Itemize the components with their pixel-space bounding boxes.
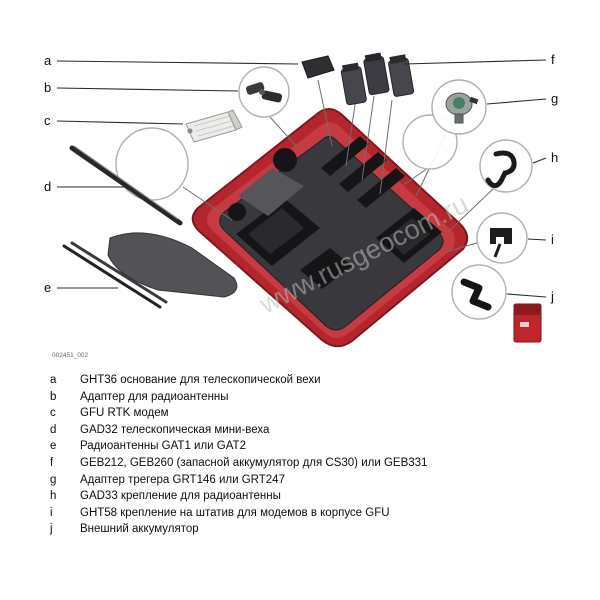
legend-text: GAD33 крепление для радиоантенны xyxy=(80,490,281,503)
legend-row: f GEB212, GEB260 (запасной аккумулятор д… xyxy=(50,455,580,472)
legend-row: g Адаптер трегера GRT146 или GRT247 xyxy=(50,472,580,489)
antenna-holder-icon xyxy=(479,139,533,193)
callout-letter-j: j xyxy=(550,289,554,304)
foam-pocket-inner xyxy=(386,218,430,255)
foam-recess xyxy=(273,148,297,172)
legend-text: GFU RTK модем xyxy=(80,407,169,420)
callout-letter-i: i xyxy=(551,232,554,247)
foam-recess xyxy=(228,203,246,221)
battery-pack-icon xyxy=(340,52,415,106)
legend-letter: g xyxy=(50,473,57,486)
transport-case-illustration xyxy=(191,108,469,348)
legend-text: Радиоантенны GAT1 или GAT2 xyxy=(80,440,246,453)
antenna-adapter-icon xyxy=(238,66,290,118)
legend-letter: c xyxy=(50,407,56,420)
legend-row: d GAD32 телескопическая мини-веха xyxy=(50,422,580,439)
legend-letter: d xyxy=(50,423,57,436)
legend-text: GHT36 основание для телескопической вехи xyxy=(80,374,321,386)
locator-lines xyxy=(182,79,495,253)
legend-text: Внешний аккумулятор xyxy=(80,523,199,536)
legend-letter: j xyxy=(50,523,53,536)
legend-letter: b xyxy=(50,390,57,403)
legend-text: GHT58 крепление на штатив для модемов в … xyxy=(80,506,390,519)
tribrach-adapter-icon xyxy=(431,79,487,135)
mini-pole-icon xyxy=(69,145,183,226)
rtk-modem-icon xyxy=(185,109,243,143)
legend-row: j Внешний аккумулятор xyxy=(50,521,580,538)
callout-letter-d: d xyxy=(44,179,51,194)
legend-letter: h xyxy=(50,490,57,503)
legend-text: Адаптер для радиоантенны xyxy=(80,390,229,403)
callout-letter-g: g xyxy=(551,91,558,106)
figure-code: 002451_002 xyxy=(52,352,89,359)
pole-base-icon xyxy=(301,55,335,79)
callout-letter-e: e xyxy=(44,280,51,295)
foam-wing-shape xyxy=(107,232,238,298)
legend-text: GAD32 телескопическая мини-веха xyxy=(80,423,270,436)
tripod-holder-icon xyxy=(476,212,528,264)
legend-row: e Радиоантенны GAT1 или GAT2 xyxy=(50,438,580,455)
magnifier-circle xyxy=(115,127,189,201)
legend-row: h GAD33 крепление для радиоантенны xyxy=(50,488,580,505)
foam-slot xyxy=(321,136,369,176)
foam-pocket-inner xyxy=(248,208,304,254)
legend-row: c GFU RTK модем xyxy=(50,405,580,422)
legend-letter: e xyxy=(50,440,57,453)
leader-lines xyxy=(56,59,547,298)
callout-letter-b: b xyxy=(44,80,51,95)
legend-letter: f xyxy=(50,456,54,469)
legend: a GHT36 основание для телескопической ве… xyxy=(50,372,580,538)
foam-pocket xyxy=(300,248,352,289)
legend-row: b Адаптер для радиоантенны xyxy=(50,389,580,406)
callout-letter-f: f xyxy=(551,52,555,67)
foam-block xyxy=(238,168,304,216)
legend-row: a GHT36 основание для телескопической ве… xyxy=(50,372,580,389)
external-battery-icon xyxy=(451,264,542,343)
legend-text: GEB212, GEB260 (запасной аккумулятор для… xyxy=(80,456,428,469)
callout-letter-c: c xyxy=(44,113,51,128)
equipment-case-diagram: a b c d e f g h i j www.rusgeocom.ru 002… xyxy=(44,52,558,359)
legend-letter: i xyxy=(50,506,53,519)
radio-antennas-icon xyxy=(62,241,168,309)
callout-letter-h: h xyxy=(551,150,558,165)
callout-letter-a: a xyxy=(44,53,52,68)
legend-row: i GHT58 крепление на штатив для модемов … xyxy=(50,505,580,522)
legend-text: Адаптер трегера GRT146 или GRT247 xyxy=(80,473,285,486)
legend-letter: a xyxy=(50,374,57,386)
